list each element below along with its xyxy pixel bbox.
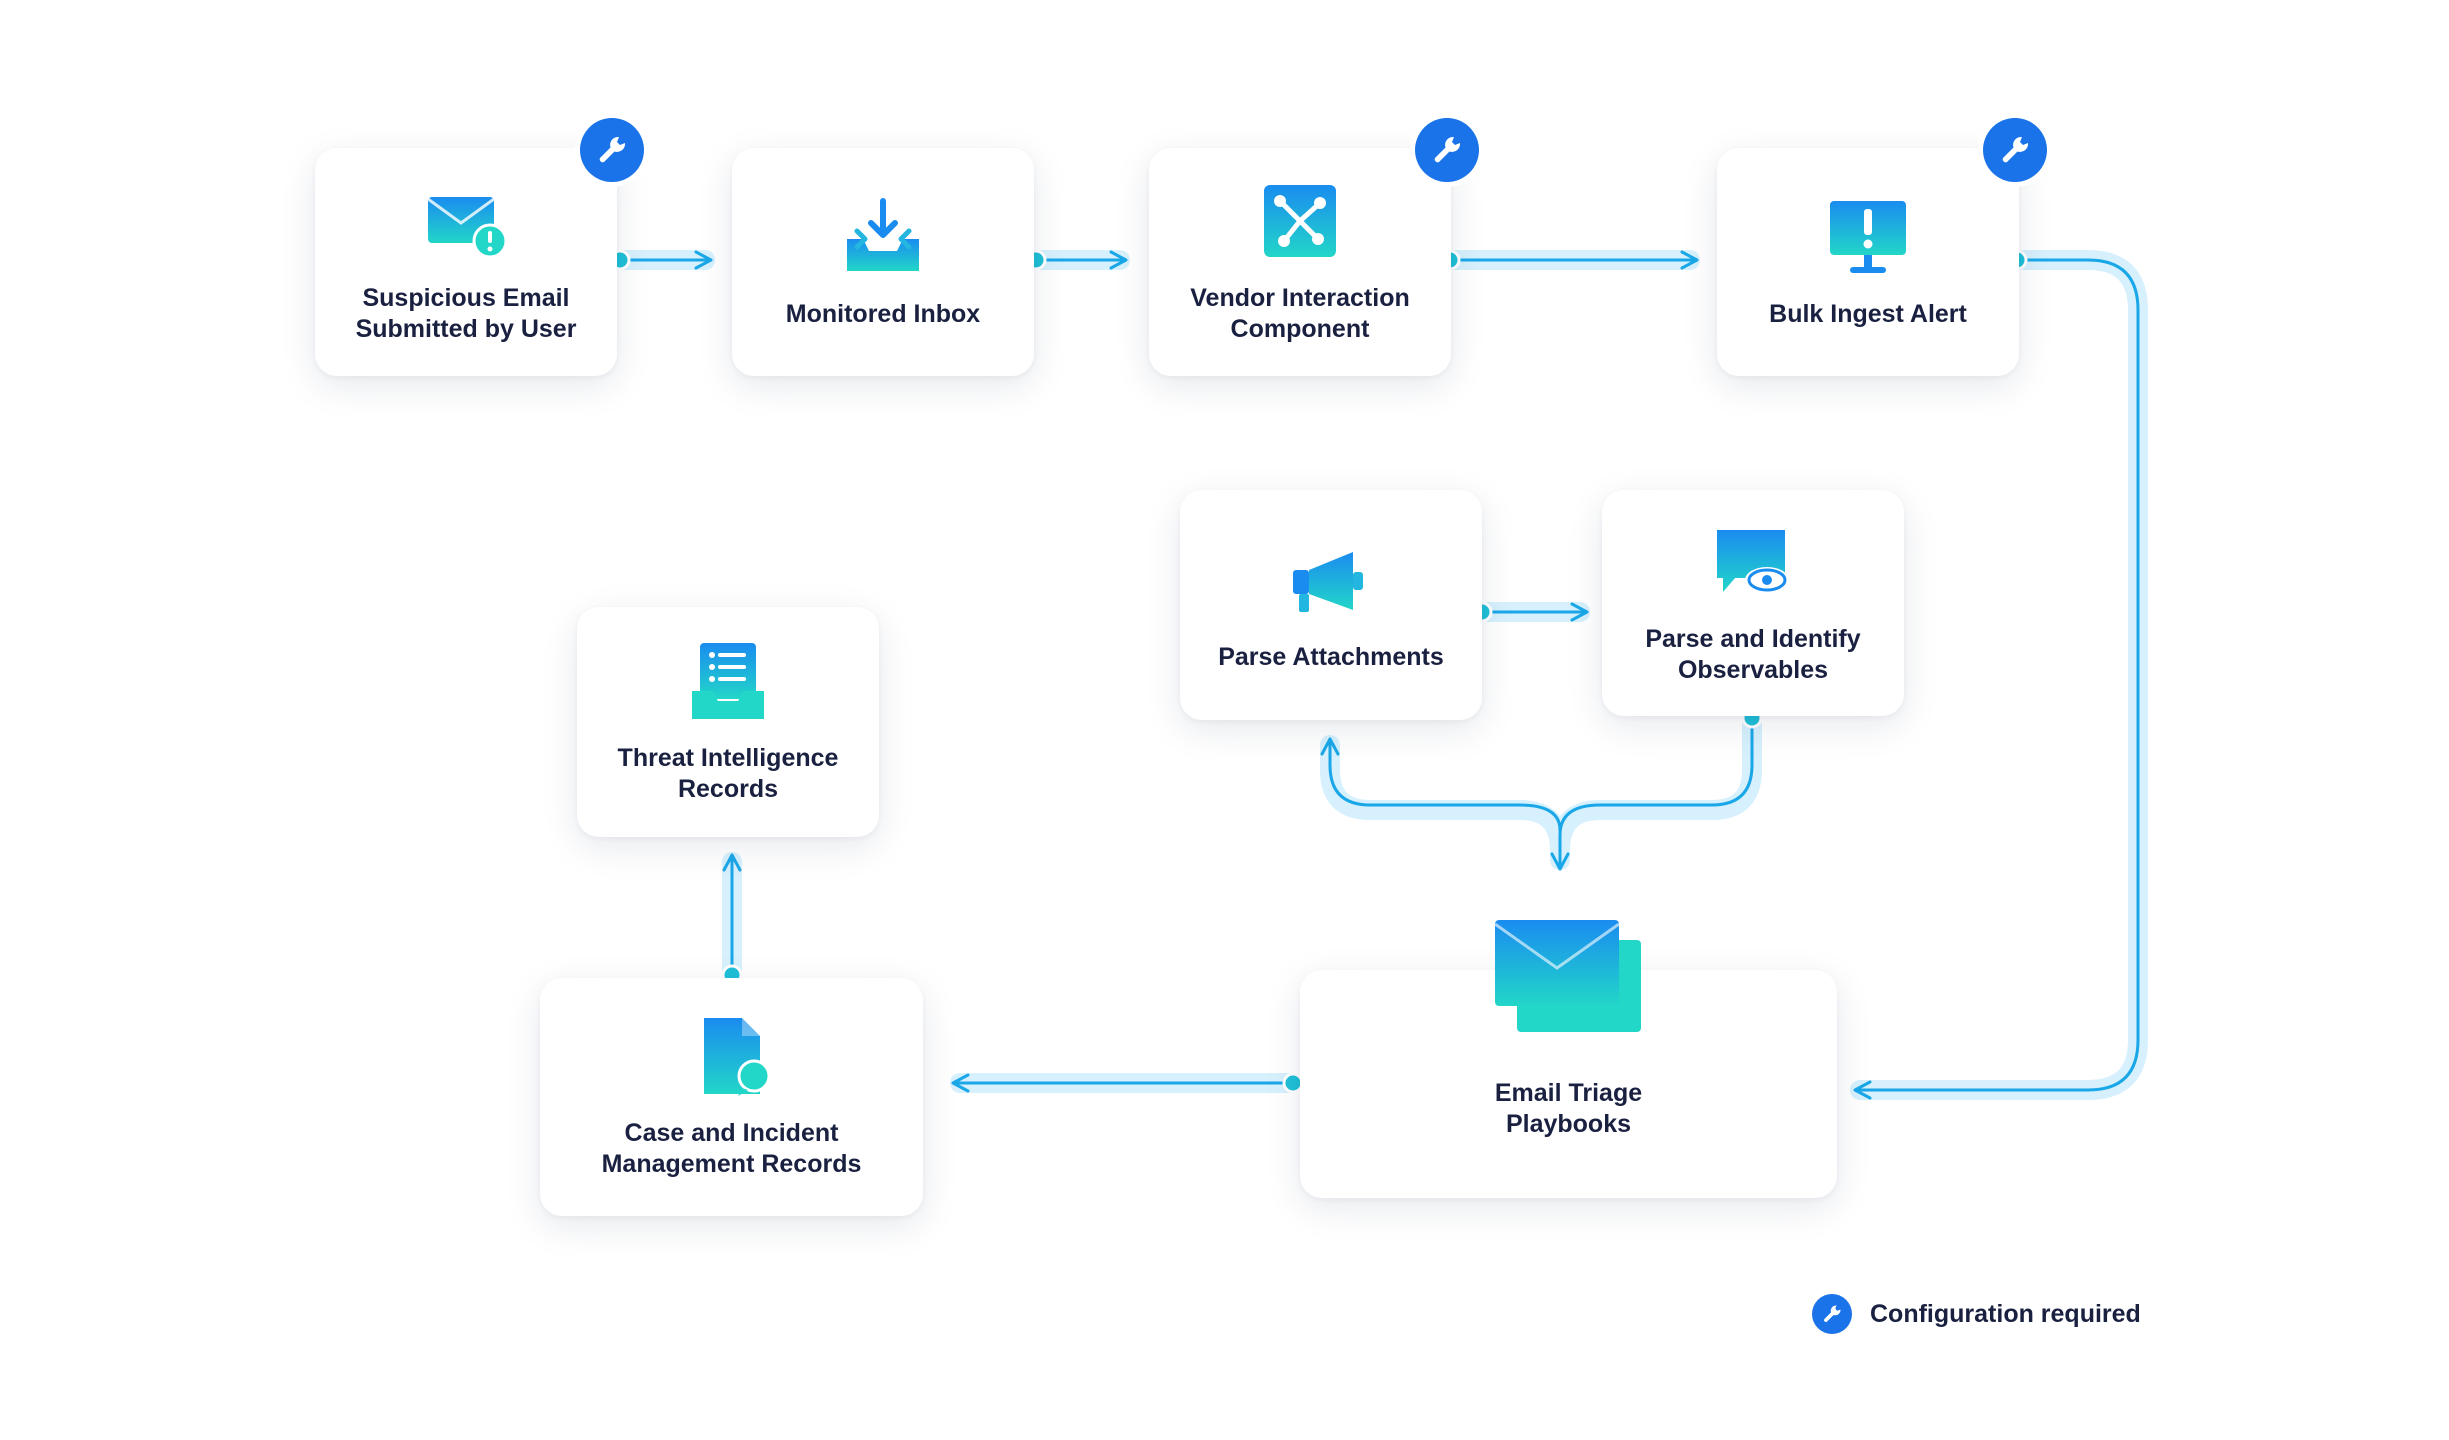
node-label: Parse and Identify Observables [1645,625,1861,684]
legend: Configuration required [1812,1294,2141,1334]
wrench-icon [1824,1305,1841,1322]
arrow-observ-merge [1550,716,1754,871]
node-parse-observables[interactable]: Parse and Identify Observables [1602,490,1904,716]
node-threat-intelligence[interactable]: Threat Intelligence Records [577,607,879,837]
records-tray-icon [686,639,770,723]
document-chat-icon [690,1014,774,1098]
node-case-incident[interactable]: Case and Incident Management Records [540,978,923,1216]
config-badge-bulk-ingest[interactable] [1983,118,2047,182]
node-parse-attachments[interactable]: Parse Attachments [1180,490,1482,720]
wrench-icon [1434,136,1461,163]
glow-merge-right [1550,708,1762,860]
node-vendor-interaction[interactable]: Vendor Interaction Component [1149,148,1451,376]
glow-merge-left [1320,735,1570,870]
arrow-bulk-to-triage [1853,258,2140,1100]
node-label: Case and Incident Management Records [601,1119,862,1178]
wrench-icon [2002,136,2029,163]
arrow-merge-up-to-attach [1320,737,1562,832]
config-badge-vendor-interaction[interactable] [1415,118,1479,182]
integration-icon [1258,179,1342,263]
wrench-icon [599,136,626,163]
node-label: Bulk Ingest Alert [1769,299,1967,328]
legend-wrench-badge [1812,1294,1852,1334]
legend-label: Configuration required [1870,1299,2141,1328]
node-suspicious-email[interactable]: Suspicious Email Submitted by User [315,148,617,376]
config-badge-suspicious-email[interactable] [580,118,644,182]
node-bulk-ingest[interactable]: Bulk Ingest Alert [1717,148,2019,376]
node-label: Monitored Inbox [785,299,981,328]
node-label: Suspicious Email Submitted by User [355,284,577,343]
node-label: Threat Intelligence Records [617,744,839,803]
envelope-alert-icon [424,179,508,263]
monitor-alert-icon [1826,195,1910,279]
node-label: Vendor Interaction Component [1190,284,1410,343]
node-label: Parse Attachments [1218,642,1444,671]
megaphone-icon [1289,538,1373,622]
node-label: Email Triage Playbooks [1494,1079,1643,1138]
node-monitored-inbox[interactable]: Monitored Inbox [732,148,1034,376]
chat-eye-icon [1711,520,1795,604]
stacked-envelopes-icon [1494,918,1645,1036]
inbox-download-icon [841,195,925,279]
